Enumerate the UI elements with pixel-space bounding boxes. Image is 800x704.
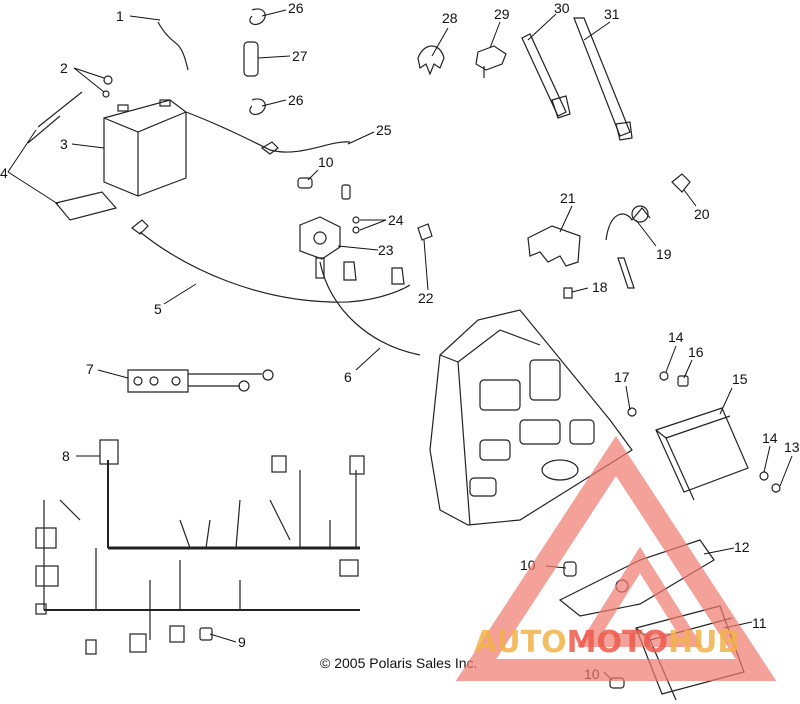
svg-text:AUTOMOTOHUB: AUTOMOTOHUB xyxy=(474,625,740,660)
starter-cable xyxy=(319,261,421,356)
callout-13: 13 xyxy=(784,439,800,455)
key-switch xyxy=(527,173,691,299)
callout-8: 8 xyxy=(62,448,70,464)
callout-24: 24 xyxy=(388,212,404,228)
callout-14-a: 14 xyxy=(668,329,684,345)
relay-connector xyxy=(475,45,507,78)
callout-18: 18 xyxy=(592,279,608,295)
battery xyxy=(103,99,187,197)
voltage-regulator xyxy=(655,407,749,501)
callout-3: 3 xyxy=(60,136,68,152)
wiring-harness xyxy=(35,439,365,655)
callout-19: 19 xyxy=(656,246,672,262)
callout-2: 2 xyxy=(60,60,68,76)
callout-5: 5 xyxy=(154,301,162,317)
callout-26-b: 26 xyxy=(288,92,304,108)
ground-strap xyxy=(127,369,274,393)
callout-16: 16 xyxy=(688,344,704,360)
callout-10-a: 10 xyxy=(318,154,334,170)
callout-17: 17 xyxy=(614,369,630,385)
negative-cable xyxy=(139,231,411,303)
callout-7: 7 xyxy=(86,361,94,377)
battery-cable-lug xyxy=(131,219,149,235)
solenoid xyxy=(299,216,341,279)
callout-31: 31 xyxy=(604,6,620,22)
callout-25: 25 xyxy=(376,122,392,138)
callout-20: 20 xyxy=(694,206,710,222)
battery-bolts xyxy=(102,75,113,98)
copyright-notice: © 2005 Polaris Sales Inc. xyxy=(320,655,477,671)
callout-26-a: 26 xyxy=(288,0,304,16)
callout-23: 23 xyxy=(378,242,394,258)
leader-lines xyxy=(7,9,793,681)
push-clip xyxy=(417,45,445,76)
callout-27: 27 xyxy=(292,48,308,64)
callout-6: 6 xyxy=(344,369,352,385)
callout-12: 12 xyxy=(734,539,750,555)
electrical-panel xyxy=(429,309,633,526)
callout-9: 9 xyxy=(238,634,246,650)
callout-15: 15 xyxy=(732,371,748,387)
callout-21: 21 xyxy=(560,190,576,206)
watermark-logo: AUTOMOTOHUB xyxy=(455,435,777,681)
callout-11: 11 xyxy=(752,615,767,631)
battery-vent-tube xyxy=(157,21,189,71)
battery-pad xyxy=(27,91,118,221)
callout-29: 29 xyxy=(494,6,510,22)
callout-1: 1 xyxy=(116,8,124,24)
watermark-text-hub: HUB xyxy=(668,625,740,660)
callout-4: 4 xyxy=(0,165,8,181)
callout-22: 22 xyxy=(418,290,434,306)
cable-clips xyxy=(243,8,266,116)
callout-14-b: 14 xyxy=(762,430,778,446)
callout-labels: 1 2 3 4 5 6 7 8 9 10 10 10 10 11 12 13 1… xyxy=(0,0,800,682)
callout-30: 30 xyxy=(554,0,570,16)
watermark-text-moto: MOTO xyxy=(567,625,668,660)
callout-28: 28 xyxy=(442,10,458,26)
positive-cable xyxy=(185,111,351,153)
watermark-text-auto: AUTO xyxy=(474,625,567,660)
cable-ties xyxy=(521,17,633,141)
